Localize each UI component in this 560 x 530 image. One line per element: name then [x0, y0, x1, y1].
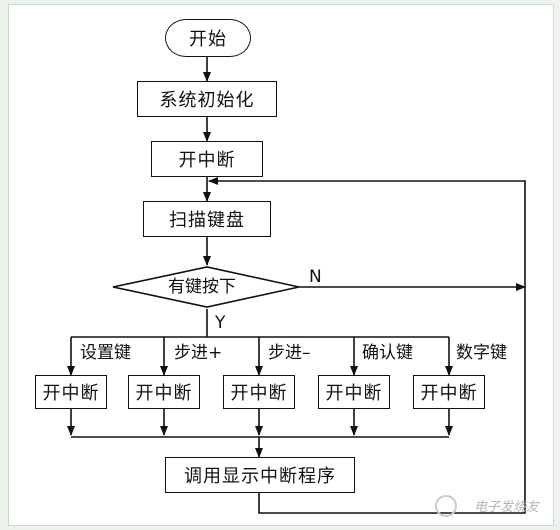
decision-label: 有键按下 — [168, 277, 236, 297]
enable-interrupt-box: 开中断 — [151, 141, 263, 177]
watermark: 电子发烧友 — [473, 500, 539, 515]
no-label: N — [309, 267, 322, 287]
watermark-logo-icon — [435, 495, 457, 517]
scan-keyboard-box: 扫描键盘 — [143, 201, 271, 237]
decision-diamond — [112, 266, 300, 308]
init-box: 系统初始化 — [137, 81, 277, 117]
branch-action-label: 开中断 — [230, 383, 288, 404]
branch-key-label: 步进+ — [173, 343, 224, 363]
flowchart-canvas: 开始 系统初始化 开中断 扫描键盘 有键按下 N Y 设置键 步进+ 步进– 确… — [8, 4, 554, 526]
branch-key-label: 数字键 — [455, 343, 508, 363]
branch-action-label: 开中断 — [135, 383, 193, 404]
enable-interrupt-label: 开中断 — [178, 150, 236, 171]
branch-action-label: 开中断 — [420, 383, 478, 404]
scan-keyboard-label: 扫描键盘 — [169, 210, 245, 231]
branch-action-box: 开中断 — [35, 375, 107, 409]
branch-action-label: 开中断 — [42, 383, 100, 404]
branch-key-label: 设置键 — [79, 343, 132, 363]
branch-action-box: 开中断 — [413, 375, 485, 409]
start-label: 开始 — [189, 29, 227, 50]
yes-label: Y — [215, 313, 226, 333]
branch-action-box: 开中断 — [223, 375, 295, 409]
display-routine-box: 调用显示中断程序 — [165, 457, 355, 493]
branch-key-label: 步进– — [267, 343, 312, 363]
start-terminal: 开始 — [165, 19, 251, 57]
branch-action-label: 开中断 — [325, 383, 383, 404]
display-routine-label: 调用显示中断程序 — [184, 466, 336, 487]
branch-key-label: 确认键 — [361, 343, 414, 363]
connector-lines — [67, 57, 526, 514]
init-label: 系统初始化 — [159, 90, 255, 111]
branch-action-box: 开中断 — [128, 375, 200, 409]
branch-action-box: 开中断 — [318, 375, 390, 409]
